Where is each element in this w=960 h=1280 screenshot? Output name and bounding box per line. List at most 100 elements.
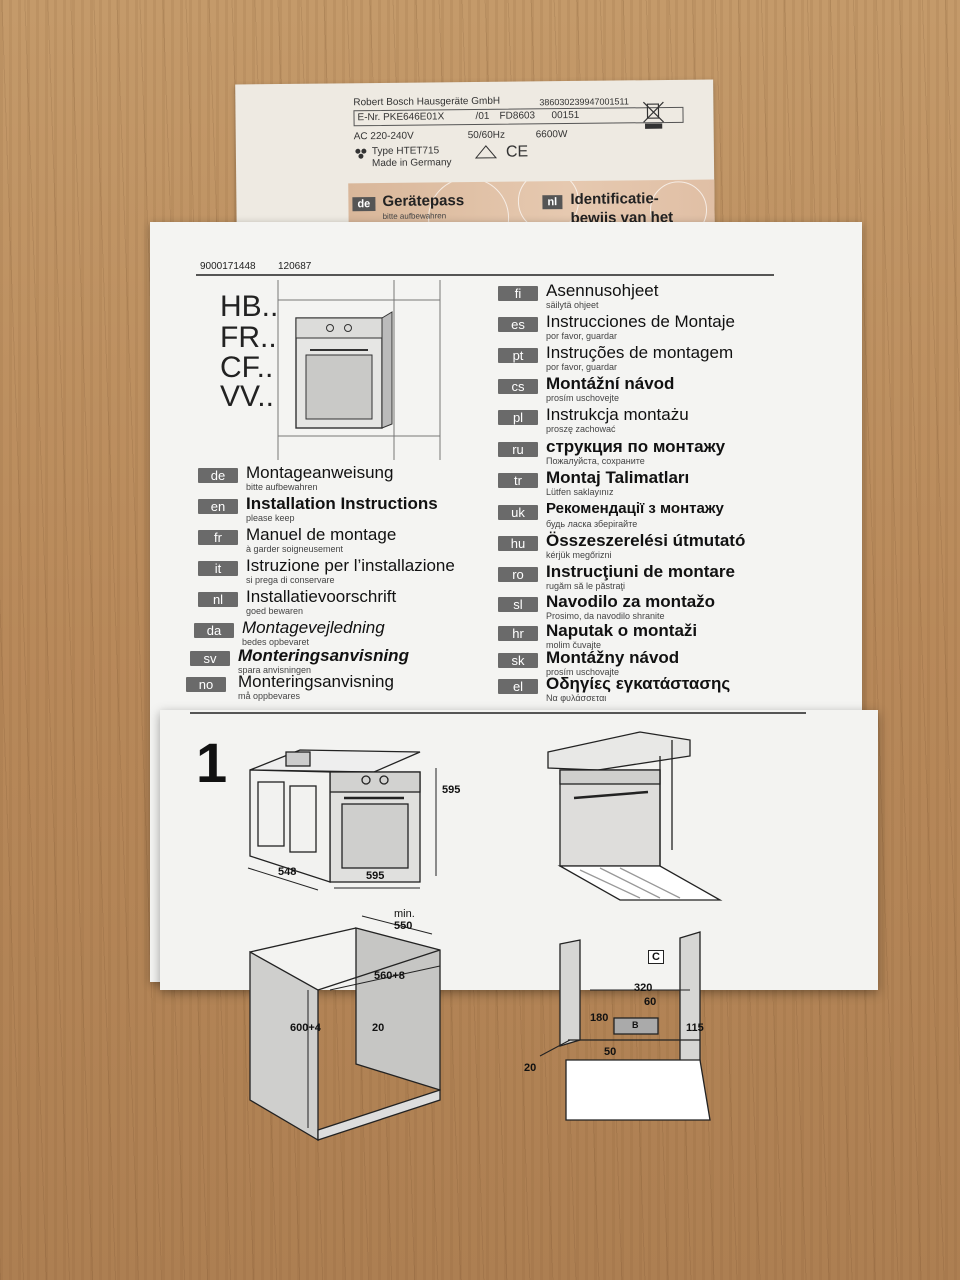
tab-nl-label-1: Identificatie- [570, 190, 659, 209]
lang-code: sv [190, 651, 230, 666]
dim-gap: 20 [372, 1022, 385, 1034]
tab-de-label: Gerätepass [382, 192, 465, 210]
dim-niche-width: 560+8 [374, 970, 405, 982]
tab-nl-code: nl [542, 195, 563, 210]
lang-title: Asennusohjeet [546, 281, 659, 300]
lang-title: Installatievoorschrift [246, 587, 397, 606]
lang-code: nl [198, 592, 238, 607]
lang-subtitle: будь ласка зберігайте [546, 519, 638, 529]
lang-subtitle: må oppbevares [238, 691, 301, 701]
lang-code: pt [498, 348, 538, 363]
lang-code: sl [498, 597, 538, 612]
lang-subtitle: säilytä ohjeet [546, 300, 599, 310]
lang-title: Instruções de montagem [546, 343, 734, 362]
lang-subtitle: por favor, guardar [546, 362, 618, 372]
rating-plate-icons [355, 101, 665, 159]
lang-title: Montaj Talimatları [546, 468, 690, 487]
doc-date: 120687 [278, 261, 312, 272]
lang-subtitle: kérjük megőrizni [546, 550, 612, 560]
lang-title: Рекомендації з монтажу [546, 500, 724, 517]
lang-title: Installation Instructions [246, 494, 438, 513]
weee-bin-icon [642, 101, 665, 129]
lang-code: uk [498, 505, 538, 520]
lang-subtitle: Να φυλάσσεται [546, 693, 607, 703]
lang-code: sk [498, 653, 538, 668]
lang-subtitle: bedes opbevaret [242, 637, 310, 647]
lang-code: no [186, 677, 226, 692]
lang-code: el [498, 679, 538, 694]
lang-title: Montážny návod [546, 648, 680, 667]
safety-mark-icon [355, 148, 367, 159]
lang-subtitle: por favor, guardar [546, 331, 618, 341]
lang-code: ru [498, 442, 538, 457]
callout-c: C [648, 950, 664, 964]
lang-subtitle: si prega di conservare [246, 575, 335, 585]
model-code-cf: CF.. [220, 351, 274, 384]
lang-code: de [198, 468, 238, 483]
lang-code: tr [498, 473, 538, 488]
lang-title: Instrucţiuni de montare [546, 562, 735, 581]
lang-title: Összeszerelési útmutató [546, 531, 746, 550]
lang-subtitle: bitte aufbewahren [246, 482, 318, 492]
lang-subtitle: proszę zachować [546, 424, 616, 434]
tab-de-code: de [352, 197, 376, 212]
lang-subtitle: please keep [246, 513, 295, 523]
lang-code: en [198, 499, 238, 514]
lang-title: Instrukcja montażu [546, 405, 689, 424]
lang-title: Monteringsanvisning [238, 646, 409, 665]
lang-title: Monteringsanvisning [238, 672, 394, 691]
vde-triangle-icon [474, 145, 498, 159]
lang-subtitle: prosím uschovajte [546, 667, 620, 677]
lang-code: hr [498, 626, 538, 641]
lang-title: Naputak o montaži [546, 621, 698, 640]
step-number: 1 [196, 731, 228, 794]
lang-subtitle: Lütfen saklayınız [546, 487, 614, 497]
lang-code: cs [498, 379, 538, 394]
dim-320: 320 [634, 982, 653, 994]
lang-code: fi [498, 286, 538, 301]
dim-width: 595 [366, 870, 385, 882]
lang-code: ro [498, 567, 538, 582]
lang-code: da [194, 623, 234, 638]
lang-title: Instrucciones de Montaje [546, 312, 735, 331]
lang-code: it [198, 561, 238, 576]
tab-de-sub: bitte aufbewahren [382, 211, 447, 221]
booklet-lower-fold [160, 710, 878, 990]
lang-title: Οδηγίες εγκατάστασης [546, 674, 731, 693]
lang-title: Navodilo za montažo [546, 592, 716, 611]
lang-subtitle: prosím uschovejte [546, 393, 620, 403]
model-code-vv: VV.. [220, 380, 274, 413]
model-code-fr: FR.. [220, 321, 277, 354]
lang-code: fr [198, 530, 238, 545]
lang-code: es [498, 317, 538, 332]
lang-title: Montageanweisung [246, 463, 394, 482]
fold-rule [190, 712, 806, 714]
lang-subtitle: à garder soigneusement [246, 544, 344, 554]
lang-title: Montagevejledning [242, 618, 385, 637]
lang-subtitle: Prosimo, da navodilo shranite [546, 611, 665, 621]
lang-subtitle: goed bewaren [246, 606, 304, 616]
lang-subtitle: spara anvisningen [238, 665, 312, 675]
callout-b: B [632, 1020, 639, 1030]
dim-depth: 548 [278, 866, 297, 878]
dim-180: 180 [590, 1012, 609, 1024]
lang-code: hu [498, 536, 538, 551]
doc-number: 9000171448 [200, 261, 256, 272]
lang-title: Montážní návod [546, 374, 675, 393]
lang-code: pl [498, 410, 538, 425]
dim-height: 595 [442, 784, 461, 796]
model-code-hb: HB.. [220, 290, 279, 323]
dim-115: 115 [686, 1022, 704, 1034]
lang-title: Manuel de montage [246, 525, 397, 544]
header-rule [196, 274, 774, 276]
lang-subtitle: rugăm să le păstraţi [546, 581, 626, 591]
dim-min-label: min. [394, 908, 415, 920]
lang-subtitle: molim čuvajte [546, 640, 602, 650]
dim-niche-height: 600+4 [290, 1022, 321, 1034]
lang-title: Istruzione per l’installazione [246, 556, 455, 575]
lang-subtitle: Пожалуйста, сохраните [546, 456, 645, 466]
dim-60: 60 [644, 996, 657, 1008]
dim-min-value: 550 [394, 920, 413, 932]
rating-plate-sheet: Robert Bosch Hausgeräte GmbH 38603023994… [235, 79, 715, 245]
lang-title: струкция по монтажу [546, 437, 726, 456]
